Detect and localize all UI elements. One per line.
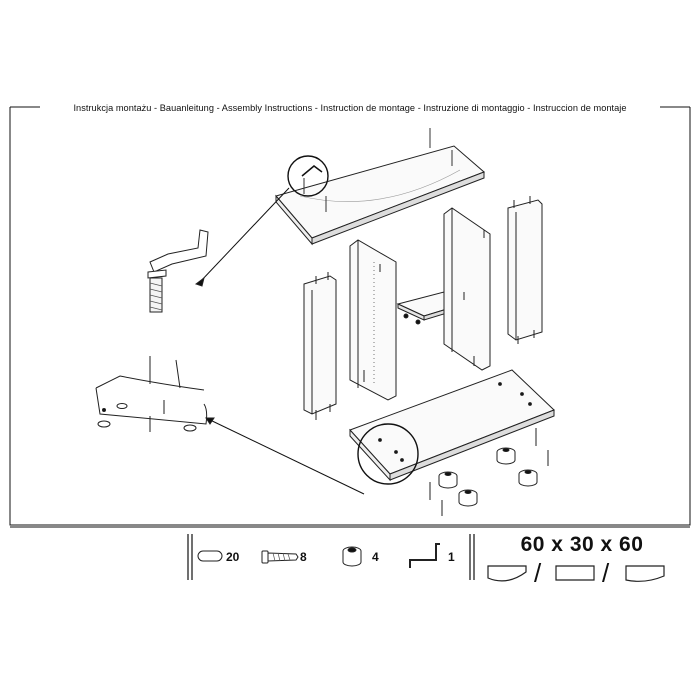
screw-count: 8 bbox=[300, 550, 307, 564]
center-right-panel bbox=[443, 207, 491, 371]
instructions-title: Instrukcja montażu - Bauanleitung - Asse… bbox=[0, 103, 700, 113]
foot-3 bbox=[518, 469, 538, 487]
feet-group bbox=[429, 428, 549, 516]
dowel-icon bbox=[197, 550, 223, 562]
top-panel bbox=[275, 128, 485, 246]
dimension-separator-1: / bbox=[534, 558, 542, 588]
bottom-panel bbox=[349, 369, 555, 485]
dowel-count: 20 bbox=[226, 550, 240, 564]
frame bbox=[9, 106, 691, 580]
instructions-title-text: Instrukcja montażu - Bauanleitung - Asse… bbox=[70, 103, 630, 113]
bottom-detail bbox=[95, 356, 365, 495]
foot-icon bbox=[342, 546, 362, 567]
foot-4 bbox=[458, 489, 478, 507]
foot-2 bbox=[496, 447, 516, 465]
panel-shape-icon bbox=[487, 565, 665, 582]
right-back-panel bbox=[507, 196, 543, 344]
center-left-panel bbox=[349, 239, 397, 401]
left-side-panel bbox=[303, 272, 337, 420]
allen-key-icon bbox=[409, 543, 440, 568]
allen-key-count: 1 bbox=[448, 550, 455, 564]
screw-icon bbox=[261, 550, 299, 564]
foot-count: 4 bbox=[372, 550, 379, 564]
cabinet-dimensions: 60 x 30 x 60 bbox=[520, 533, 644, 556]
allen-key-detail bbox=[147, 187, 290, 313]
dimension-separator-2: / bbox=[602, 558, 610, 588]
foot-1 bbox=[438, 471, 458, 489]
